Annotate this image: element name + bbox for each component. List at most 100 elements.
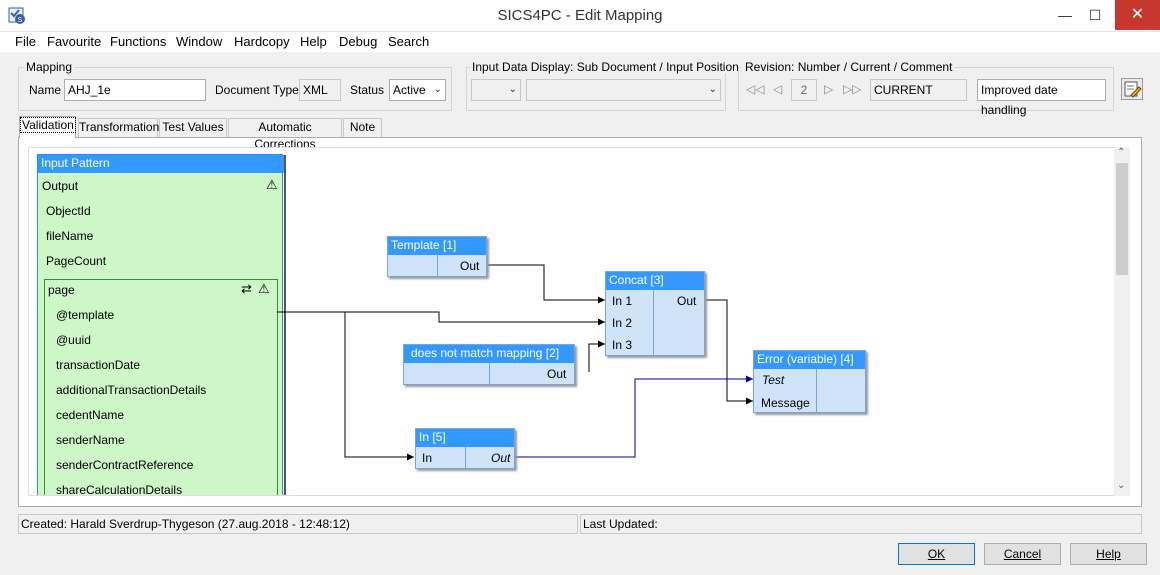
tab-validation[interactable]: Validation (19, 116, 76, 138)
link-tree-template-to-in5 (344, 312, 414, 461)
help-button[interactable]: Help (1070, 543, 1147, 565)
node-concat-title: Concat [3] (606, 272, 704, 290)
node-concat-in1[interactable]: In 1 (612, 294, 633, 308)
name-input[interactable]: AHJ_1e (64, 79, 206, 101)
scroll-thumb[interactable] (1116, 163, 1128, 275)
node-template-title: Template [1] (388, 237, 486, 255)
created-status: Created: Harald Sverdrup-Thygeson (27.au… (18, 514, 578, 534)
status-label: Status (350, 83, 385, 97)
input-position-select[interactable]: ⌄ (526, 79, 721, 101)
tree-item-sendername[interactable]: senderName (56, 433, 125, 447)
menu-hardcopy[interactable]: Hardcopy (234, 34, 290, 49)
name-label: Name (29, 83, 62, 97)
ok-button[interactable]: OK (898, 543, 975, 565)
document-type-field: XML (299, 79, 341, 101)
node-does-not-match[interactable]: does not match mapping [2] Out (403, 344, 575, 385)
svg-text:S: S (18, 16, 23, 24)
node-in5-in[interactable]: In (422, 451, 433, 465)
chevron-down-icon: ⌄ (508, 84, 517, 95)
menu-debug[interactable]: Debug (339, 34, 378, 49)
revision-number-field[interactable]: 2 (791, 79, 817, 101)
tab-test-values[interactable]: Test Values (159, 118, 227, 137)
node-template-out[interactable]: Out (460, 259, 480, 273)
node-error-message[interactable]: Message (761, 396, 810, 410)
tab-note[interactable]: Note (343, 118, 382, 137)
status-value: Active (393, 83, 426, 97)
tree-item-page[interactable]: page (48, 283, 75, 297)
window-title: SICS4PC - Edit Mapping (497, 7, 663, 24)
node-in5[interactable]: In [5] In Out (415, 428, 515, 469)
tree-item-sendercontractreference[interactable]: senderContractReference (56, 458, 194, 472)
mapping-group-label: Mapping (24, 60, 75, 74)
node-in5-out[interactable]: Out (491, 451, 511, 465)
node-template[interactable]: Template [1] Out (387, 236, 487, 277)
tab-transformation[interactable]: Transformation (78, 118, 159, 137)
link-concat-out-to-error-message (705, 299, 753, 405)
pencil-note-icon (1124, 81, 1142, 98)
node-concat-in2[interactable]: In 2 (612, 316, 633, 330)
tree-border (284, 155, 286, 495)
title-bar: S SICS4PC - Edit Mapping — ☐ ✕ (0, 0, 1160, 32)
edit-revision-button[interactable] (1121, 78, 1143, 100)
chevron-down-icon: ⌄ (433, 84, 442, 95)
tree-item-cedentname[interactable]: cedentName (56, 408, 125, 422)
menu-window[interactable]: Window (176, 34, 223, 49)
node-does-not-match-out[interactable]: Out (547, 367, 567, 381)
node-concat[interactable]: Concat [3] In 1 In 2 In 3 Out (605, 271, 705, 356)
tab-validation-label: Validation (20, 117, 76, 133)
ok-button-label: OK (927, 547, 946, 561)
node-concat-in3[interactable]: In 3 (612, 338, 633, 352)
input-pattern-title: Input Pattern (38, 155, 284, 173)
node-error-test[interactable]: Test (762, 373, 785, 387)
last-updated-status: Last Updated: (580, 514, 1142, 534)
input-pattern-tree: Input Pattern Output ⚠ ObjectId fileName… (37, 154, 286, 496)
app-icon: S (8, 7, 25, 24)
scroll-up-icon[interactable]: ⌃ (1117, 147, 1126, 158)
menu-favourite[interactable]: Favourite (47, 34, 102, 49)
tree-item-output[interactable]: Output (42, 179, 79, 193)
tree-item-pagecount[interactable]: PageCount (46, 254, 107, 268)
node-concat-out[interactable]: Out (677, 294, 697, 308)
sub-document-select[interactable]: ⌄ (471, 79, 521, 101)
tree-item-objectid[interactable]: ObjectId (46, 204, 91, 218)
cancel-button-label: Cancel (1003, 547, 1042, 561)
chevron-down-icon: ⌄ (708, 84, 717, 95)
tree-item-transactiondate[interactable]: transactionDate (56, 358, 141, 372)
node-error-variable[interactable]: Error (variable) [4] Test Message (753, 350, 866, 413)
vertical-scrollbar[interactable]: ⌃ ⌄ (1114, 147, 1130, 496)
warning-icon: ⚠ (258, 281, 270, 296)
input-display-group-label: Input Data Display: Sub Document / Input… (470, 60, 741, 74)
tab-automatic-corrections[interactable]: Automatic Corrections (228, 118, 342, 151)
link-template-to-concat-in1 (487, 264, 605, 304)
page-group: page ⇄ ⚠ @template @uuid transactionDate… (44, 279, 278, 496)
minimize-icon[interactable]: — (1058, 7, 1072, 23)
repeat-icon: ⇄ (241, 281, 252, 296)
tree-item-additionaltransactiondetails[interactable]: additionalTransactionDetails (56, 383, 207, 397)
tree-item-filename[interactable]: fileName (46, 229, 94, 243)
node-error-variable-title: Error (variable) [4] (754, 351, 865, 369)
link-tree-template-to-concat-in2 (277, 311, 605, 326)
tree-item-sharecalculationdetails[interactable]: shareCalculationDetails (56, 483, 183, 496)
close-icon[interactable]: ✕ (1115, 0, 1160, 30)
menu-file[interactable]: File (15, 34, 36, 49)
link-in5-out-to-error-test (515, 375, 753, 458)
tree-item-uuid[interactable]: @uuid (56, 333, 91, 347)
status-select[interactable]: Active ⌄ (389, 79, 446, 101)
cancel-button[interactable]: Cancel (984, 543, 1061, 565)
maximize-icon[interactable]: ☐ (1088, 7, 1102, 23)
previous-revision-icon[interactable]: ◁ (773, 82, 783, 96)
last-revision-icon[interactable]: ▷▷ (843, 82, 862, 96)
first-revision-icon[interactable]: ◁◁ (746, 82, 765, 96)
scroll-down-icon[interactable]: ⌄ (1117, 480, 1126, 491)
menu-bar: File Favourite Functions Window Hardcopy… (0, 32, 1160, 52)
mapping-canvas[interactable]: Input Pattern Output ⚠ ObjectId fileName… (28, 147, 1129, 496)
tree-item-template[interactable]: @template (56, 308, 115, 322)
warning-icon: ⚠ (266, 177, 278, 192)
menu-search[interactable]: Search (388, 34, 430, 49)
node-in5-title: In [5] (416, 429, 514, 447)
menu-functions[interactable]: Functions (110, 34, 167, 49)
next-revision-icon[interactable]: ▷ (824, 82, 834, 96)
menu-help[interactable]: Help (300, 34, 327, 49)
revision-comment-input[interactable]: Improved date handling (977, 79, 1106, 117)
help-button-label: Help (1096, 547, 1121, 561)
